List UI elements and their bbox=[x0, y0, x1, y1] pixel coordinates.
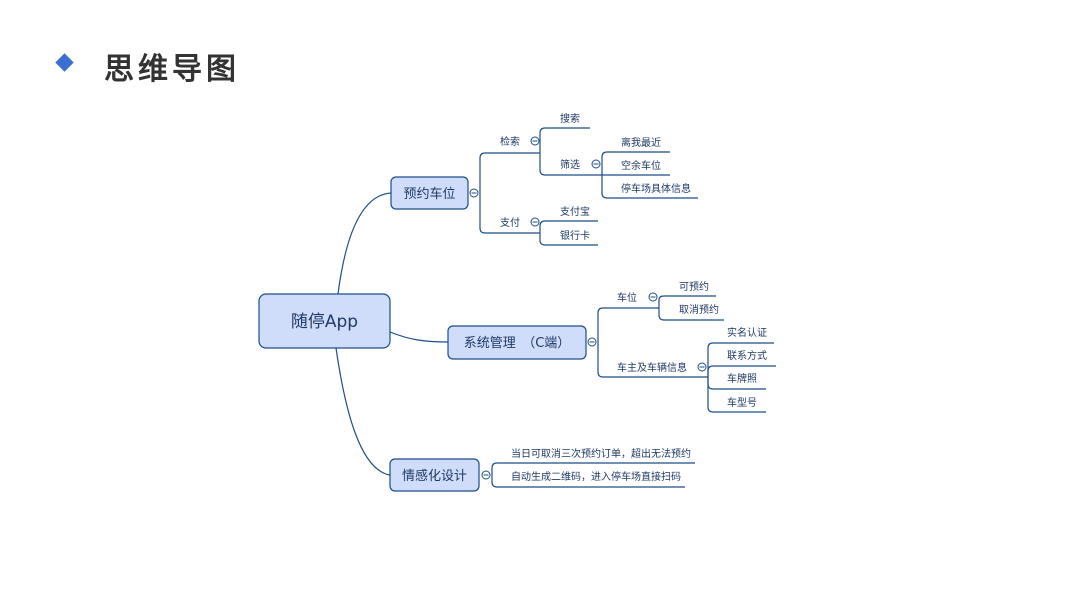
svg-text:预约车位: 预约车位 bbox=[403, 186, 455, 202]
topic-label[interactable]: 车主及车辆信息 bbox=[617, 361, 687, 374]
topic-label[interactable]: 实名认证 bbox=[727, 326, 767, 339]
topic-label[interactable]: 支付 bbox=[500, 216, 520, 229]
topic-label[interactable]: 离我最近 bbox=[621, 136, 661, 149]
topic-label[interactable]: 联系方式 bbox=[727, 349, 767, 362]
topic-label[interactable]: 车牌照 bbox=[727, 372, 757, 385]
page-title: 思维导图 bbox=[104, 52, 240, 87]
root-node[interactable]: 随停App bbox=[258, 293, 391, 349]
topic-label[interactable]: 银行卡 bbox=[560, 229, 590, 242]
topic-label[interactable]: 搜索 bbox=[560, 112, 580, 125]
collapse-toggle-icon[interactable] bbox=[697, 362, 707, 372]
topic-label[interactable]: 检索 bbox=[500, 135, 520, 148]
collapse-toggle-icon[interactable] bbox=[530, 217, 540, 227]
collapse-toggle-icon[interactable] bbox=[469, 188, 479, 198]
root-label: 随停App bbox=[291, 312, 358, 332]
collapse-toggle-icon[interactable] bbox=[591, 159, 601, 169]
connectors bbox=[335, 127, 776, 488]
svg-text:情感化设计: 情感化设计 bbox=[402, 468, 467, 484]
branch-node-emotional[interactable]: 情感化设计 bbox=[389, 458, 480, 492]
topic-label[interactable]: 停车场具体信息 bbox=[621, 182, 691, 195]
collapse-toggle-icon[interactable] bbox=[648, 292, 658, 302]
topic-label[interactable]: 车位 bbox=[617, 291, 637, 304]
topic-label[interactable]: 自动生成二维码，进入停车场直接扫码 bbox=[511, 470, 681, 483]
collapse-toggle-icon[interactable] bbox=[481, 470, 491, 480]
branch-node-reserve[interactable]: 预约车位 bbox=[390, 176, 469, 210]
topic-label[interactable]: 可预约 bbox=[679, 280, 709, 293]
collapse-toggle-icon[interactable] bbox=[587, 337, 597, 347]
topic-label[interactable]: 当日可取消三次预约订单，超出无法预约 bbox=[511, 447, 691, 460]
topic-label[interactable]: 空余车位 bbox=[621, 159, 661, 172]
collapse-toggle-icon[interactable] bbox=[530, 136, 540, 146]
topic-label[interactable]: 支付宝 bbox=[560, 205, 590, 218]
branch-node-system[interactable]: 系统管理 （C端） bbox=[447, 325, 587, 360]
topic-label[interactable]: 取消预约 bbox=[679, 303, 719, 316]
topic-label[interactable]: 筛选 bbox=[560, 158, 580, 171]
topic-label[interactable]: 车型号 bbox=[727, 396, 757, 409]
svg-text:系统管理 （C端）: 系统管理 （C端） bbox=[464, 336, 571, 351]
